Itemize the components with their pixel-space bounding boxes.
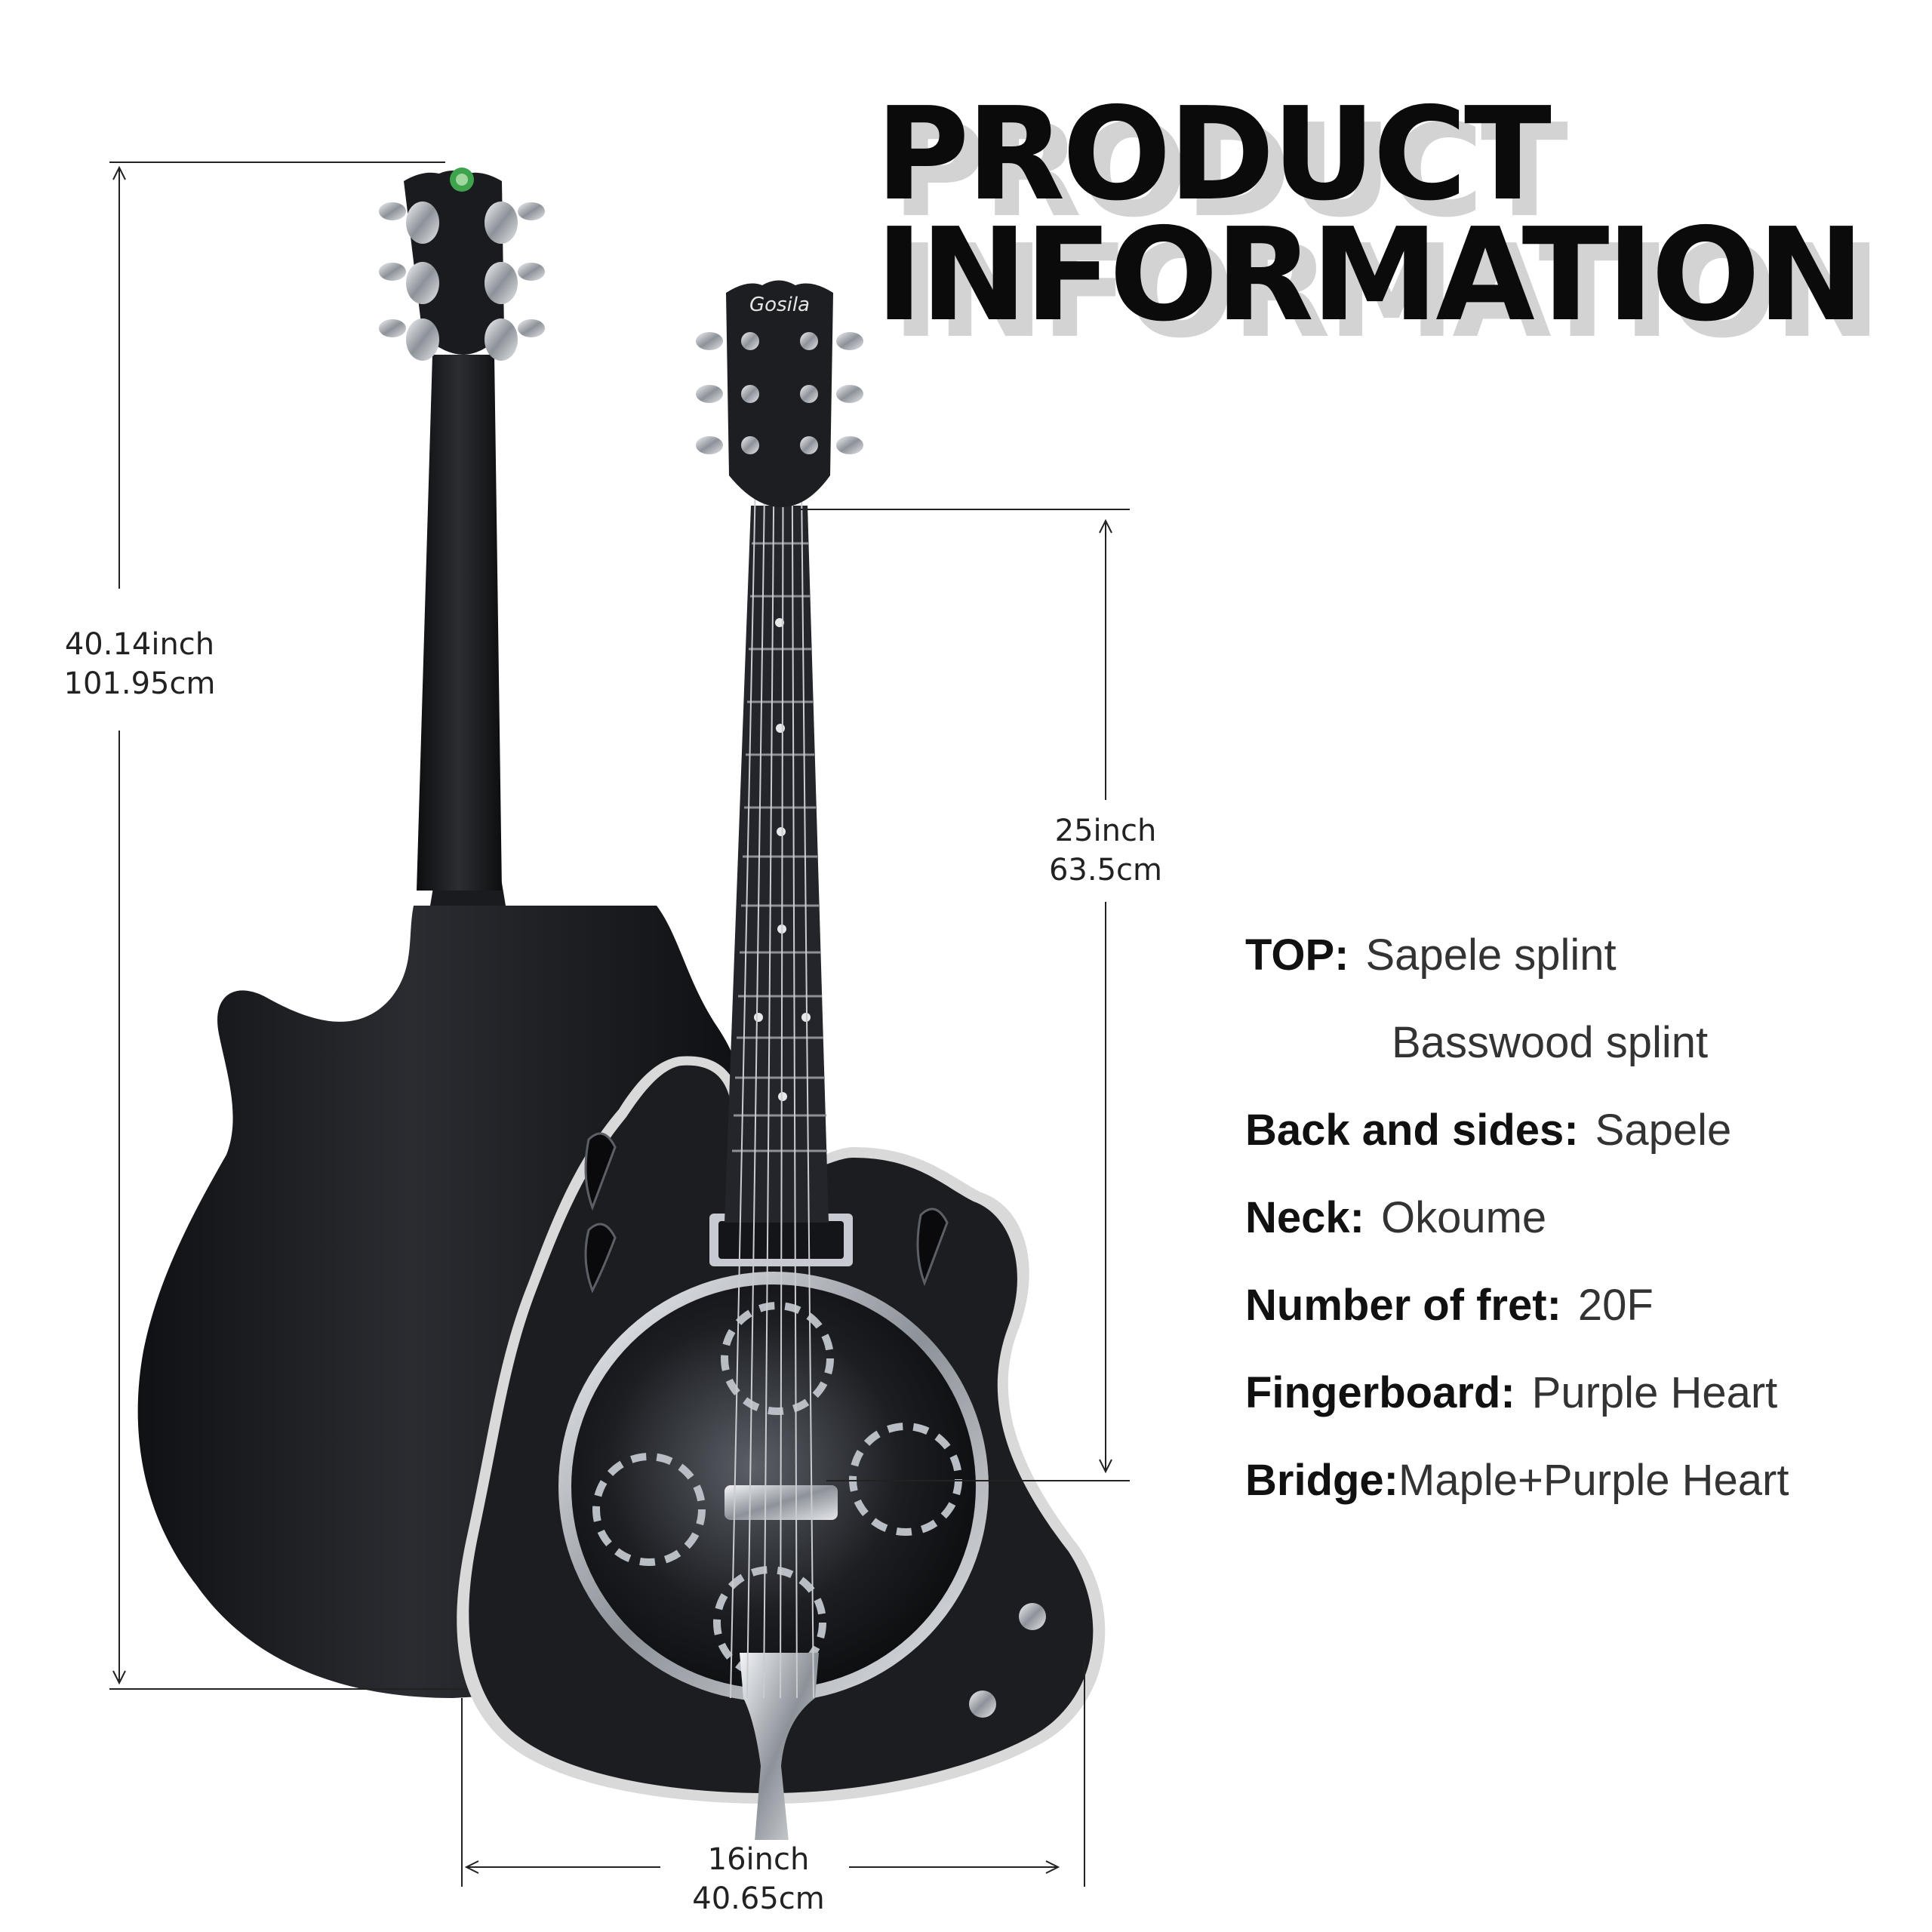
dimension-height — [109, 162, 468, 1690]
front-tuners — [696, 332, 863, 454]
volume-knob — [1019, 1603, 1046, 1630]
spec-fingerboard: Fingerboard: Purple Heart — [1245, 1362, 1924, 1450]
height-label: 40.14inch 101.95cm — [45, 625, 234, 703]
tone-knob — [969, 1690, 996, 1718]
spec-neck: Neck: Okoume — [1245, 1187, 1924, 1275]
scale-cm: 63.5cm — [1048, 853, 1163, 888]
title-line1-shadow: PRODUCT — [892, 97, 1568, 246]
spec-bridge: Bridge:Maple+Purple Heart — [1245, 1450, 1924, 1537]
spec-value: Maple+Purple Heart — [1398, 1456, 1789, 1505]
spec-value: Sapele splint — [1365, 931, 1617, 980]
spec-value: Sapele — [1595, 1106, 1732, 1155]
scale-inch: 25inch — [1054, 814, 1157, 848]
width-inch: 16inch — [707, 1842, 810, 1877]
spec-key: Bridge: — [1245, 1456, 1398, 1505]
page-title: PRODUCT PRODUCT INFORMATION INFORMATION — [875, 91, 1932, 362]
spec-key: Back and sides: — [1245, 1106, 1579, 1155]
spec-top: TOP: Sapele splint — [1245, 924, 1924, 1012]
title-line2: INFORMATION — [875, 201, 1865, 350]
spec-key: Number of fret: — [1245, 1281, 1561, 1330]
height-inch: 40.14inch — [64, 627, 215, 662]
spec-value: Okoume — [1380, 1193, 1547, 1242]
spec-value: 20F — [1577, 1281, 1654, 1330]
spec-key: Fingerboard: — [1245, 1368, 1515, 1417]
headstock-logo: Gosila — [749, 294, 810, 316]
guitar-front-view: Gosila — [457, 280, 1106, 1841]
width-label: 16inch 40.65cm — [668, 1840, 849, 1918]
f-holes — [584, 1132, 949, 1294]
spec-frets: Number of fret: 20F — [1245, 1275, 1924, 1362]
spec-top-secondary: Basswood splint — [1245, 1012, 1924, 1100]
title-line1: PRODUCT — [875, 80, 1552, 229]
spec-value: Purple Heart — [1531, 1368, 1778, 1417]
dimension-scale-length — [800, 509, 1130, 1481]
title-line2-shadow: INFORMATION — [892, 217, 1881, 367]
spec-key: TOP: — [1245, 931, 1349, 980]
scale-label: 25inch 63.5cm — [1015, 811, 1196, 890]
spec-back-sides: Back and sides: Sapele — [1245, 1100, 1924, 1187]
width-cm: 40.65cm — [692, 1881, 825, 1916]
back-tuners — [379, 202, 545, 361]
tailpiece — [740, 1653, 819, 1841]
spec-list: TOP: Sapele splint Basswood splint Back a… — [1245, 924, 1924, 1537]
spec-value: Basswood splint — [1392, 1018, 1709, 1067]
height-cm: 101.95cm — [63, 666, 216, 701]
spec-key: Neck: — [1245, 1193, 1364, 1242]
frets — [732, 542, 827, 1152]
dimension-width — [461, 1660, 1085, 1887]
strings — [730, 331, 814, 1699]
fret-inlays — [754, 618, 811, 1101]
back-neck — [417, 355, 502, 891]
